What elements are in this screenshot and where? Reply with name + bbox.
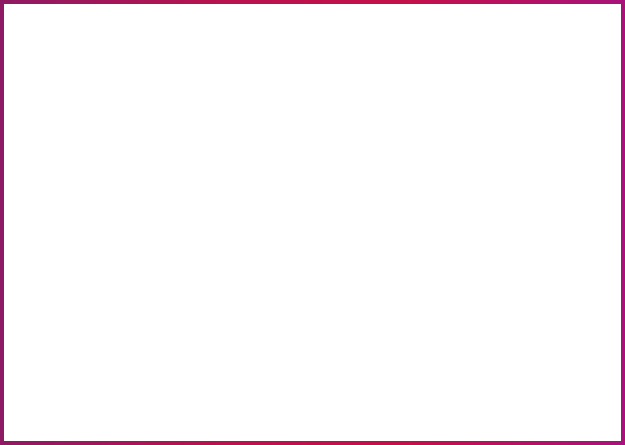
label-total-line2: EXPERIENCE bbox=[263, 225, 362, 239]
label-user-line2: EXPERIENCE bbox=[175, 179, 187, 266]
label-user-line1: USER bbox=[161, 204, 173, 241]
label-total-line1: TOTAL bbox=[287, 209, 337, 223]
label-employee-line1: EMPLOYEE bbox=[455, 185, 467, 259]
label-multi-line1: MULTI bbox=[292, 355, 333, 367]
label-multi-line2: EXPERIENCE bbox=[269, 369, 356, 381]
label-customer-line2: EXPERIENCE bbox=[267, 83, 354, 95]
label-customer-line1: CUSTOMER bbox=[272, 69, 348, 81]
label-employee-line2: EXPERIENCE bbox=[441, 179, 453, 266]
